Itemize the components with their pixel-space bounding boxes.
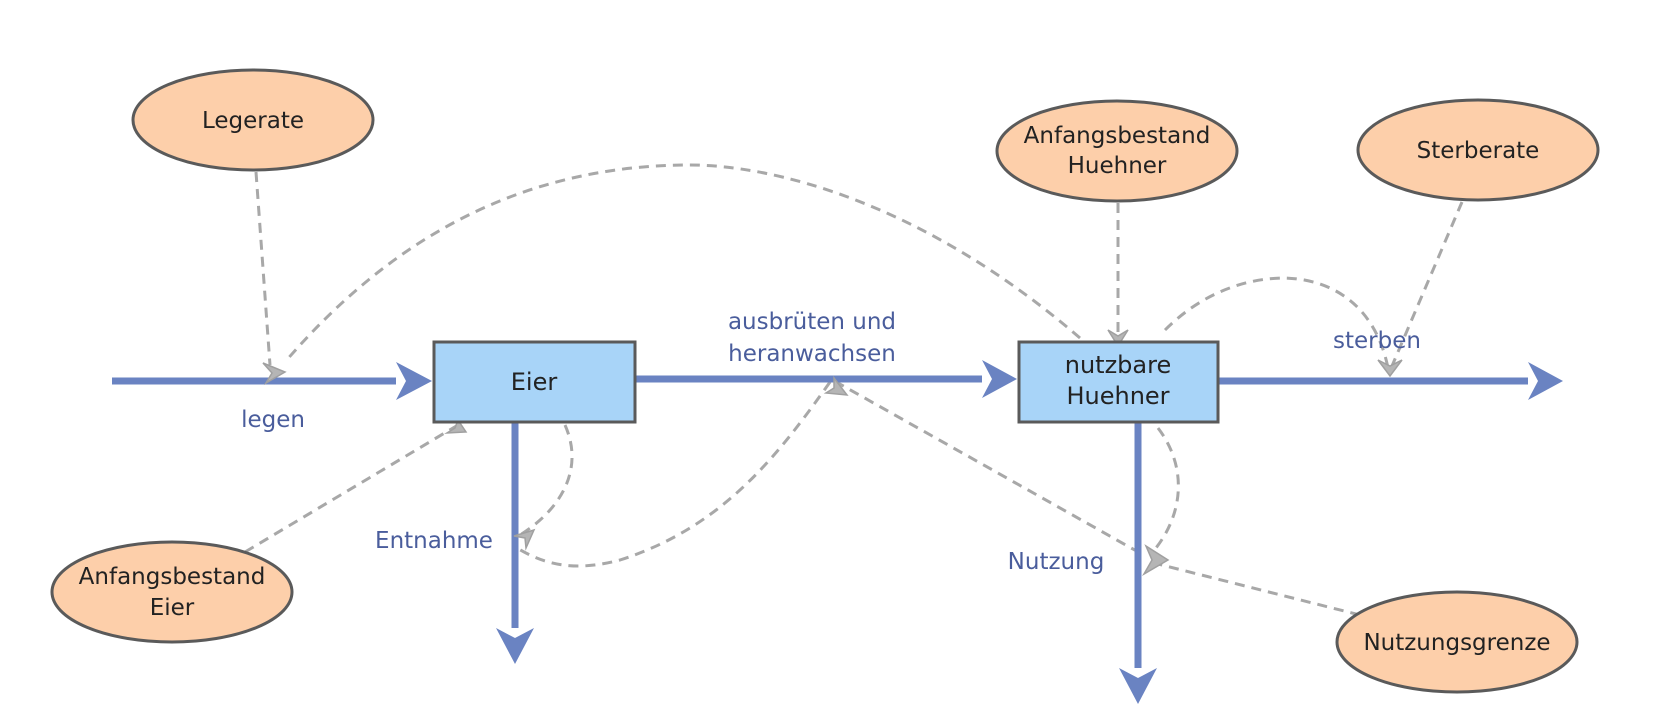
link-sterberate-to-sterben [1390, 201, 1464, 367]
aux-anfangsbestand-huehner-label-line2: Huehner [1068, 153, 1167, 179]
aux-legerate-label: Legerate [202, 108, 304, 134]
aux-anfangsbestand-eier-label-line1: Anfangsbestand [79, 564, 266, 590]
stock-eier-box [432, 340, 637, 424]
link-huehner-to-legen [283, 163, 1081, 363]
flow-ausbrueten-arrowhead [982, 360, 1017, 398]
link-arrowhead-legen [262, 362, 287, 386]
link-anfangeier-to-eier [244, 423, 459, 554]
stock-huehner-label-line2: Huehner [1066, 382, 1169, 410]
link-nutzung-to-ausbrueten [837, 381, 1141, 555]
stock-huehner-label-line1: nutzbare [1065, 351, 1171, 379]
link-eier-to-entnahme [519, 424, 574, 537]
flow-label-ausbrueten-line1[interactable]: ausbrüten und [728, 309, 896, 335]
flow-label-sterben[interactable]: sterben [1333, 328, 1421, 354]
flow-labels: legen ausbrüten und heranwachsen Entnahm… [241, 309, 1421, 575]
flow-legen-arrowhead [396, 362, 432, 400]
link-ausbrueten-to-entnahme [516, 381, 832, 568]
aux-anfangsbestand-huehner-ellipse [995, 99, 1239, 203]
link-arrowhead-eier [444, 418, 468, 434]
aux-legerate-ellipse [131, 68, 375, 172]
stock-eier[interactable]: Eier [432, 340, 637, 424]
flow-label-nutzung[interactable]: Nutzung [1008, 549, 1105, 575]
aux-nutzungsgrenze[interactable]: Nutzungsgrenze [1335, 590, 1579, 694]
link-arrowhead-nutzung [1141, 544, 1170, 577]
information-links [244, 163, 1464, 617]
flow-entnahme-arrowhead [496, 628, 534, 664]
stock-nutzbare-huehner[interactable]: nutzbare Huehner [1017, 340, 1220, 424]
aux-anfangsbestand-huehner-label-line1: Anfangsbestand [1024, 123, 1211, 149]
link-arrowhead-ausbrueten [823, 375, 849, 396]
link-legerate-to-legen [254, 171, 272, 366]
link-nutzungsgrenze-to-nutzung [1149, 560, 1361, 617]
link-arrowheads [262, 329, 1403, 577]
aux-legerate[interactable]: Legerate [131, 68, 375, 172]
link-huehner-to-sterben [1163, 276, 1390, 369]
aux-anfangsbestand-eier[interactable]: Anfangsbestand Eier [50, 540, 294, 644]
link-huehner-to-nutzung [1148, 427, 1180, 557]
aux-anfangsbestand-eier-ellipse [50, 540, 294, 644]
stock-huehner-box [1017, 340, 1220, 424]
aux-sterberate-ellipse [1356, 98, 1600, 202]
aux-nutzungsgrenze-ellipse [1335, 590, 1579, 694]
flow-sterben-arrowhead [1528, 362, 1563, 400]
stock-eier-label: Eier [511, 368, 558, 396]
flows [112, 360, 1563, 704]
flow-label-entnahme[interactable]: Entnahme [375, 528, 493, 554]
link-arrowhead-entnahme [513, 528, 536, 551]
flow-nutzung-arrowhead [1119, 668, 1157, 704]
flow-label-legen[interactable]: legen [241, 407, 305, 433]
flow-label-ausbrueten-line2[interactable]: heranwachsen [728, 341, 896, 367]
aux-nutzungsgrenze-label: Nutzungsgrenze [1363, 630, 1550, 656]
aux-sterberate-label: Sterberate [1417, 138, 1540, 164]
aux-anfangsbestand-eier-label-line2: Eier [150, 595, 195, 621]
link-arrowhead-sterben [1377, 359, 1403, 378]
aux-anfangsbestand-huehner[interactable]: Anfangsbestand Huehner [995, 99, 1239, 203]
aux-sterberate[interactable]: Sterberate [1356, 98, 1600, 202]
